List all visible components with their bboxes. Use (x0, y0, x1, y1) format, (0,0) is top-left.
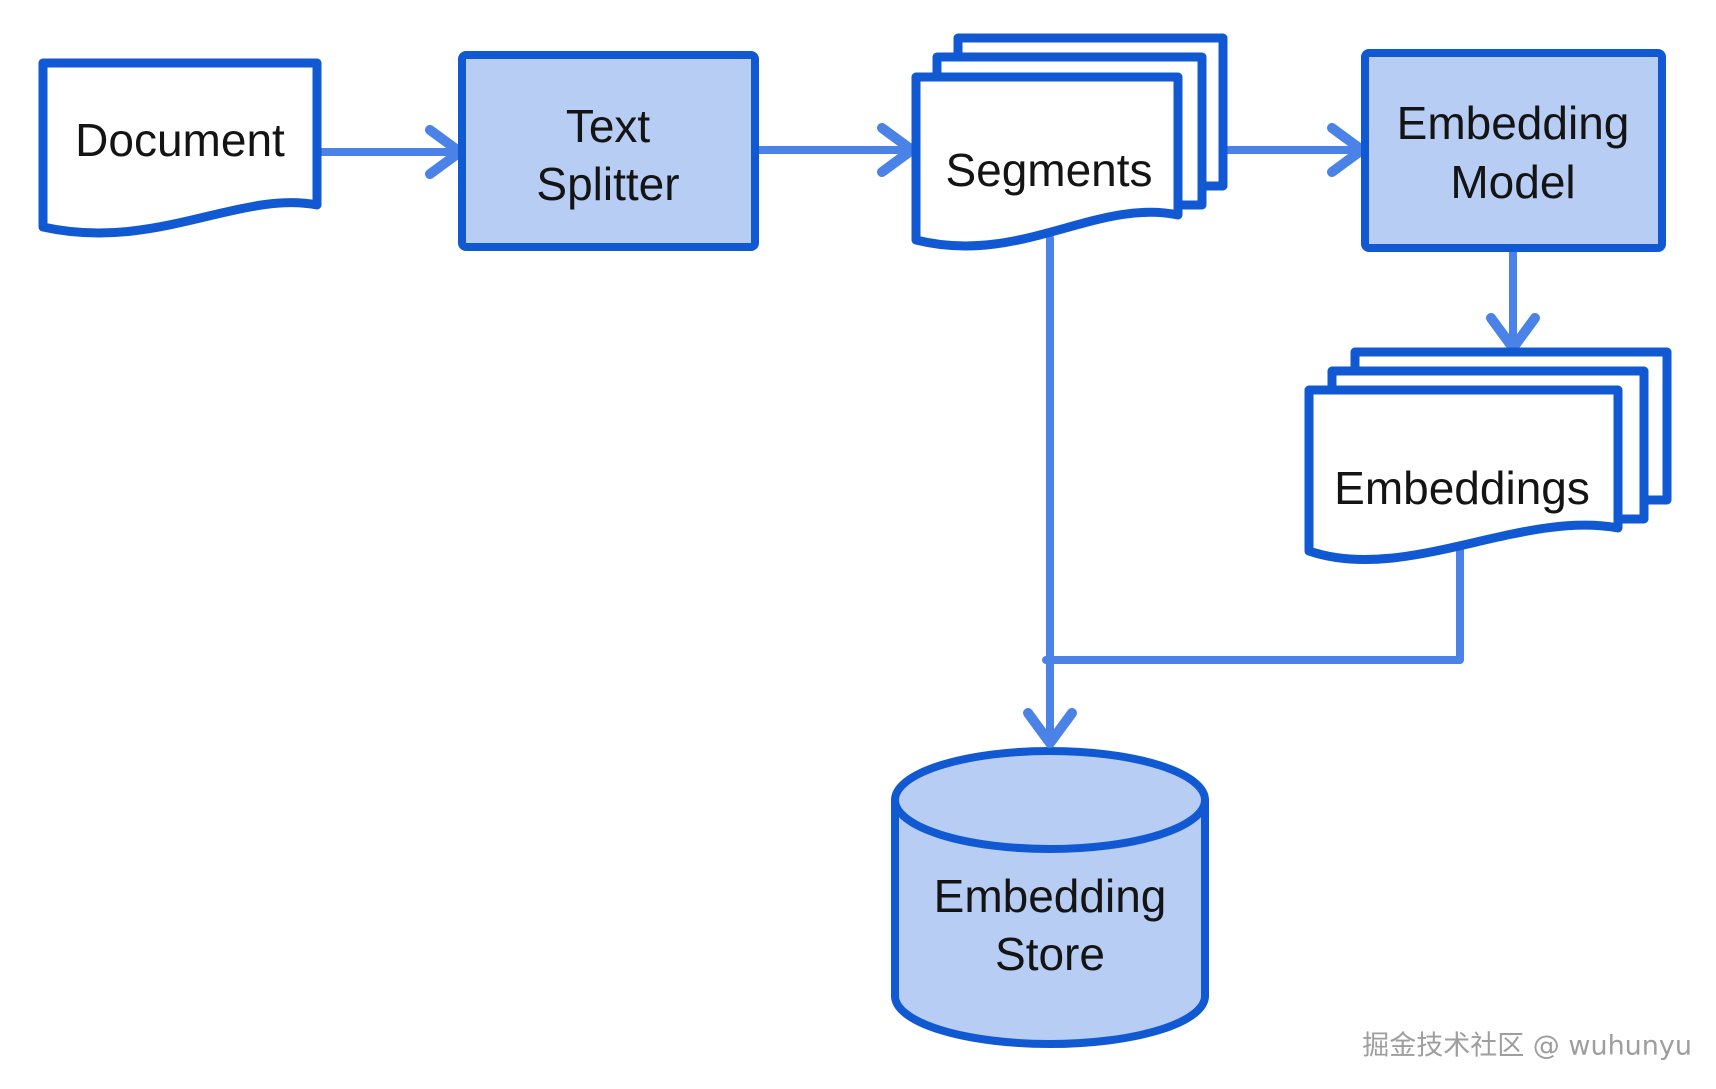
watermark: 掘金技术社区 @ wuhunyu (1362, 1031, 1692, 1062)
segments-node (911, 33, 1228, 251)
embedding-store-label-line2: Store (995, 928, 1105, 980)
embedding-model-label-line2: Model (1450, 156, 1575, 208)
embedding-model-node (1361, 49, 1666, 252)
document-node (38, 58, 322, 238)
text-splitter-label-line1: Text (566, 100, 651, 152)
embedding-model-label-line1: Embedding (1397, 97, 1630, 149)
text-splitter-node (458, 51, 759, 251)
text-splitter-label-line2: Splitter (536, 158, 679, 210)
embeddings-node (1304, 347, 1672, 564)
segments-label: Segments (945, 144, 1152, 196)
arrowhead-into-store (1023, 708, 1077, 748)
embedding-store-label-line1: Embedding (934, 870, 1167, 922)
edge-embeddings-to-store (1042, 541, 1464, 664)
segments-page-front (911, 72, 1183, 251)
cylinder-top (891, 747, 1209, 853)
embedding-store-node (891, 747, 1209, 1048)
embeddings-label: Embeddings (1334, 462, 1590, 514)
embeddings-page-front (1304, 385, 1623, 564)
document-label: Document (75, 114, 285, 166)
